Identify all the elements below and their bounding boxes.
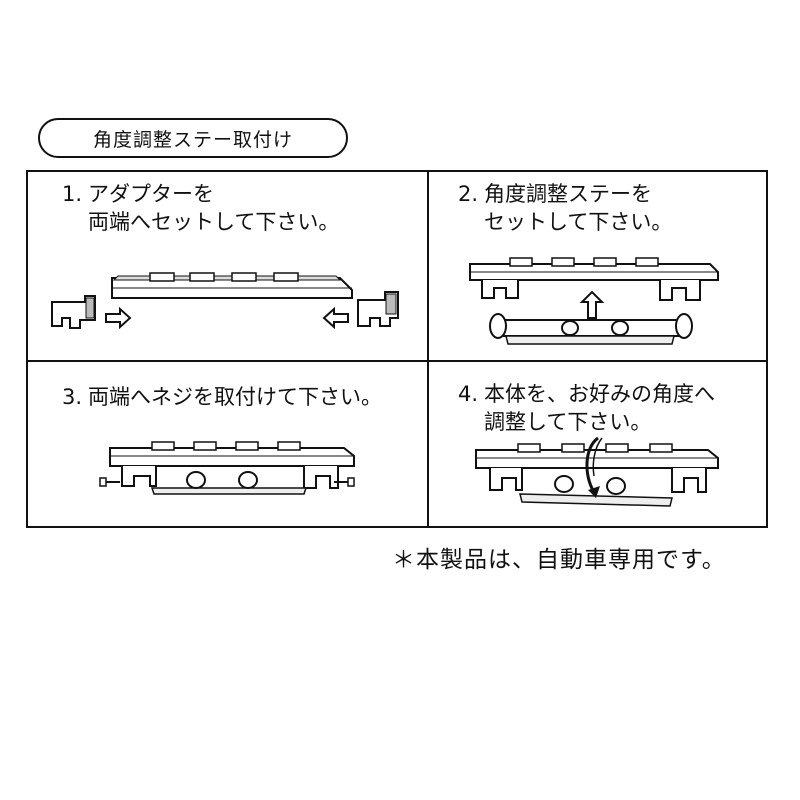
step-1-line2: 両端へセットして下さい。 — [88, 210, 340, 234]
instruction-grid — [26, 170, 768, 528]
step-1-number: 1. — [62, 182, 83, 206]
screw-icon — [99, 477, 120, 487]
step-4-line2: 調整して下さい。 — [484, 410, 652, 434]
arrow-right-icon — [105, 306, 132, 330]
step-1-illustration — [51, 272, 399, 330]
step-2-illustration — [469, 257, 719, 345]
grid-divider-vertical — [427, 170, 429, 528]
step-2-line1: 角度調整ステーを — [484, 182, 652, 206]
section-title: 角度調整ステー取付け — [38, 118, 348, 158]
step-4-text: 4.本体を、お好みの角度へ 調整して下さい。 — [458, 380, 715, 436]
step-3-line1: 両端へネジを取付けて下さい。 — [88, 385, 382, 409]
left-adapter — [51, 295, 96, 329]
screw-icon — [334, 477, 355, 487]
step-2-line2: セットして下さい。 — [484, 210, 673, 234]
step-4-line1: 本体を、お好みの角度へ — [484, 382, 715, 406]
step-2-number: 2. — [458, 182, 479, 206]
step-3-number: 3. — [62, 385, 83, 409]
step-1-line1: アダプターを — [88, 182, 214, 206]
right-adapter — [357, 291, 399, 327]
product-note: ＊本製品は、自動車専用です。 — [392, 547, 726, 573]
rotate-arrow-icon — [585, 436, 603, 498]
step-4-number: 4. — [458, 382, 479, 406]
step-4-illustration — [475, 436, 719, 507]
arrow-left-icon — [322, 306, 349, 330]
step-1-text: 1.アダプターを 両端へセットして下さい。 — [62, 180, 339, 236]
step-3-illustration — [99, 441, 355, 495]
grid-divider-horizontal — [26, 360, 768, 362]
step-2-text: 2.角度調整ステーを セットして下さい。 — [458, 180, 672, 236]
angle-stay — [489, 313, 693, 345]
arrow-up-icon — [579, 290, 605, 319]
step-3-text: 3.両端へネジを取付けて下さい。 — [62, 383, 382, 411]
